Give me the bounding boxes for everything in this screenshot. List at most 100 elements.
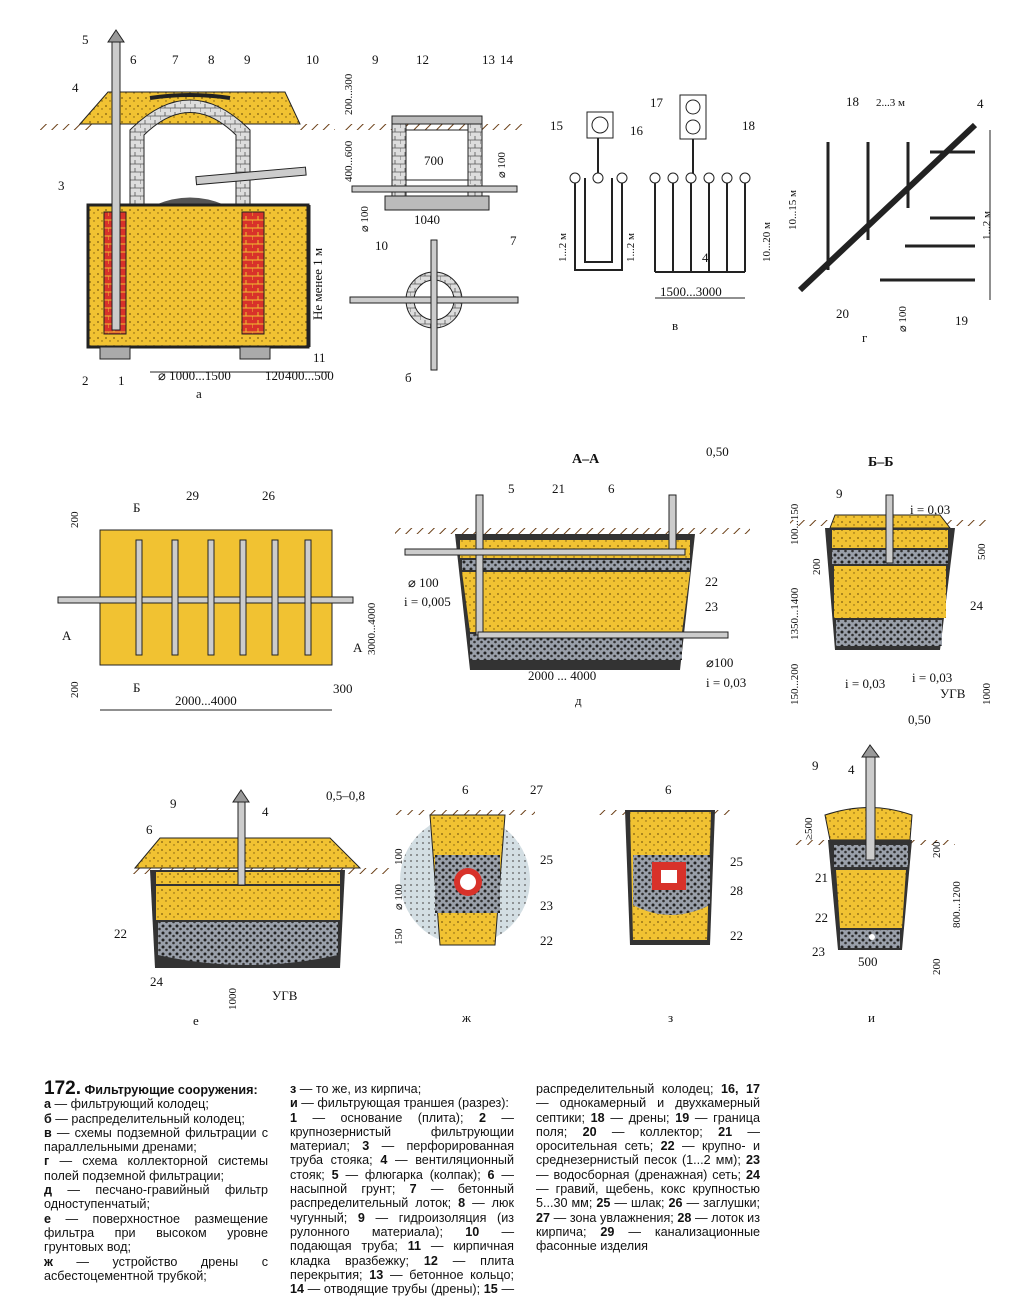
figure-letter-g: г xyxy=(862,330,867,345)
legend-key: б xyxy=(44,1111,52,1126)
legend-key: 28 xyxy=(677,1210,692,1225)
figure-letter-z: з xyxy=(668,1010,673,1025)
label-4: 4 xyxy=(72,80,79,95)
figure-zh-asbestos-drain: 6 27 100 ⌀ 100 150 25 23 22 ж xyxy=(393,782,553,1025)
dim-300: 300 xyxy=(333,681,353,696)
label-6: 6 xyxy=(146,822,153,837)
section-title-b-b: Б–Б xyxy=(868,455,894,470)
legend-key: 24 xyxy=(745,1167,760,1182)
numbered-legend-item: 5 — флюгарка (колпак); xyxy=(332,1168,488,1182)
figure-e-surface-filter: 6 9 4 0,5–0,8 22 24 1000 УГВ е xyxy=(114,788,390,1028)
dim-10-20m: 10...20 м xyxy=(761,222,773,262)
numbered-legend-item: 22 — крупно- и среднезернистый песок (1.… xyxy=(536,1139,760,1167)
figure-letter-a: а xyxy=(196,386,202,401)
legend-text: — флюгарка (колпак); xyxy=(345,1167,481,1182)
legend-key: 29 xyxy=(600,1224,615,1239)
figure-letter-b: б xyxy=(405,370,412,385)
label-5: 5 xyxy=(82,32,89,47)
label-27: 27 xyxy=(530,782,544,797)
legend-text: — поверхностное размещение фильтра при в… xyxy=(44,1211,268,1255)
legend-text: — бетонный распределительный лоток; xyxy=(290,1182,514,1211)
subfigure-legend-entry: е — поверхностное размещение фильтра при… xyxy=(44,1212,268,1255)
numbered-legend-item: 25 — шлак; xyxy=(596,1196,668,1210)
label-15: 15 xyxy=(550,118,563,133)
numbered-legend-item: 11 — кирпичная кладка вразбежку; xyxy=(290,1239,514,1267)
legend-text: — вентиляционный стояк; xyxy=(290,1153,514,1182)
legend-text: — кирпичная кладка вразбежку; xyxy=(290,1239,515,1268)
label-5: 5 xyxy=(508,481,515,496)
legend-text: — заглушки; xyxy=(686,1196,761,1211)
label-9: 9 xyxy=(170,796,177,811)
numbered-legend-item: 28 — лоток из кирпича; xyxy=(536,1211,760,1239)
numbered-legend-item: 8 — люк чугунный; xyxy=(290,1196,514,1224)
legend-key: 10 xyxy=(465,1224,480,1239)
legend-text: — однокамерный и двухкамерный септики; xyxy=(536,1096,760,1125)
dim-150: 150 xyxy=(393,928,405,945)
label-19: 19 xyxy=(955,313,968,328)
label-21: 21 xyxy=(552,481,565,496)
dim-150-200: 150...200 xyxy=(789,663,801,705)
label-9: 9 xyxy=(836,486,843,501)
dim-d100: ⌀ 100 xyxy=(897,306,909,332)
dim-400-600: 400...600 xyxy=(343,140,355,182)
legend-key: 19 xyxy=(675,1110,690,1125)
section-mark-b-top: Б xyxy=(133,500,140,515)
label-6: 6 xyxy=(462,782,469,797)
label-4: 4 xyxy=(977,96,984,111)
dim-100-150: 100...150 xyxy=(789,503,801,545)
section-mark-b-bottom: Б xyxy=(133,680,140,695)
numbered-legend-item: 23 — водосборная (дренажная) сеть; xyxy=(536,1153,760,1181)
figure-d-section: А–А 0,50 5 21 6 ⌀ 100 i = 0,005 22 23 20… xyxy=(395,444,750,708)
subfigure-legend-entry: и — фильтрующая траншея (разрез): xyxy=(290,1096,514,1110)
subfigure-legend-entry: б — распределительный колодец; xyxy=(44,1112,268,1126)
label-1: 1 xyxy=(118,373,125,388)
numbered-legend-item: 27 — зона увлажнения; xyxy=(536,1211,677,1225)
dim-1000: 1000 xyxy=(227,988,239,1011)
figure-letter-v: в xyxy=(672,318,678,333)
filter-structures-drawings: 5 6 7 8 9 10 4 3 2 1 11 Не менее 1 м ⌀ 1… xyxy=(40,29,993,1028)
legend-text: — распределительный колодец; xyxy=(55,1111,245,1126)
label-20: 20 xyxy=(836,306,849,321)
legend-key: 5 xyxy=(331,1167,339,1182)
legend-key: 11 xyxy=(407,1239,422,1254)
figure-number: 172. xyxy=(44,1078,81,1099)
figure-v-parallel-drains xyxy=(569,94,751,299)
legend-text: — зона увлажнения; xyxy=(553,1210,674,1225)
label-22: 22 xyxy=(815,910,828,925)
label-22: 22 xyxy=(730,928,743,943)
label-2: 2 xyxy=(82,373,89,388)
dim-3000-4000: 3000...4000 xyxy=(366,602,378,655)
slope-right: i = 0,03 xyxy=(912,670,952,685)
legend-text: — шлак; xyxy=(614,1196,665,1211)
level-0-5-0-8: 0,5–0,8 xyxy=(326,788,365,803)
legend-key: з xyxy=(290,1082,297,1096)
figure-a-filter-well: 5 6 7 8 9 10 4 3 2 1 11 Не менее 1 м ⌀ 1… xyxy=(40,29,335,401)
label-25: 25 xyxy=(730,854,743,869)
dim-ge-500: ≥500 xyxy=(803,817,815,840)
figure-letter-e: е xyxy=(193,1013,199,1028)
dim-1-2m-a: 1...2 м xyxy=(557,233,569,262)
dim-d100-right: ⌀ 100 xyxy=(496,152,508,178)
legend-key: 9 xyxy=(357,1210,365,1225)
dim-2000-4000: 2000 ... 4000 xyxy=(528,668,596,683)
legend-key: в xyxy=(44,1125,52,1140)
label-13: 13 xyxy=(482,52,495,67)
dim-d100: ⌀ 100 xyxy=(408,575,439,590)
legend-text: — подающая труба; xyxy=(290,1224,515,1254)
legend-key: 21 xyxy=(718,1124,733,1139)
figure-i-filter-trench: 0,50 9 4 ≥500 200 21 22 23 800...1200 50… xyxy=(795,712,963,1025)
dim-100: 100 xyxy=(393,848,405,865)
label-29: 29 xyxy=(186,488,199,503)
legend-text: — отводящие трубы (дрены); xyxy=(307,1282,481,1297)
legend-key: 23 xyxy=(746,1153,761,1168)
numbered-legend-item: 19 — граница поля; xyxy=(536,1111,760,1139)
subfigure-legend-entry: в — схемы подземной фильтрации с паралле… xyxy=(44,1126,268,1155)
numbered-legend-item: 26 — заглушки; xyxy=(668,1196,760,1210)
legend-key: 22 xyxy=(660,1139,675,1154)
legend-key: 6 xyxy=(487,1167,495,1182)
subfigure-legend-entry: а — фильтрующий колодец; xyxy=(44,1097,268,1111)
label-8: 8 xyxy=(208,52,215,67)
figure-d-section-b-b: Б–Б 9 i = 0,03 100...150 500 200 1350...… xyxy=(789,455,993,705)
dim-700: 700 xyxy=(424,153,444,168)
numbered-legend-item: 1 — основание (плита); xyxy=(290,1111,479,1125)
